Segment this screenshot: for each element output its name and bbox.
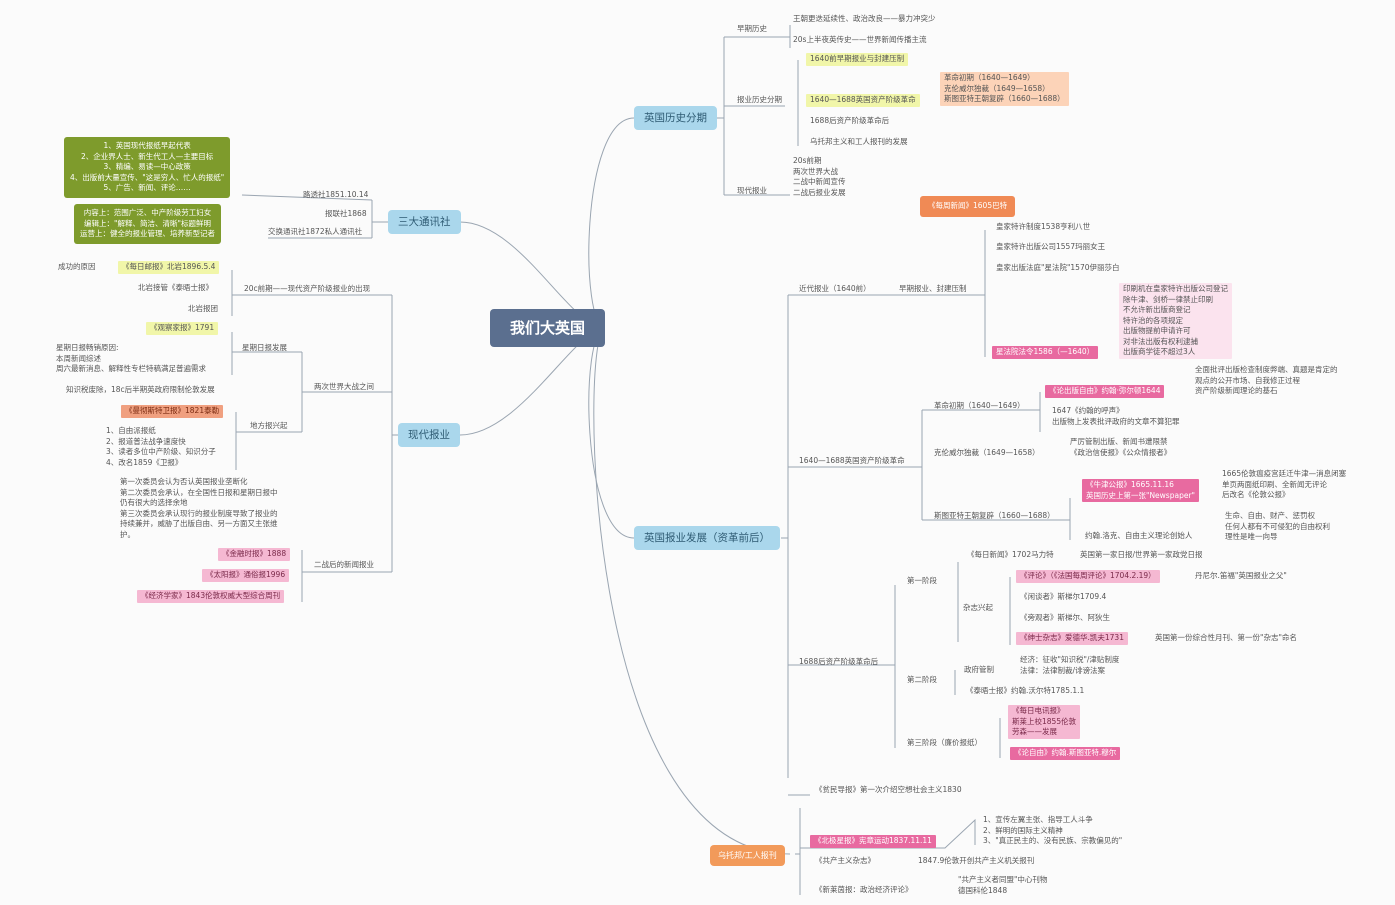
history-period-4: 乌托邦主义和工人报刊的发展 — [810, 137, 908, 146]
dev-oxford: 《牛津公报》1665.11.16 英国历史上第一张"Newspaper" — [1082, 479, 1199, 502]
dev-on-liberty: 《论自由》约翰.斯图亚特.穆尔 — [1010, 747, 1121, 760]
dev-star-chamber: 星法院法令1586（—1640） — [992, 346, 1099, 359]
history-early-label: 早期历史 — [737, 24, 767, 33]
dev-poor-guardian: 《贫民导报》第一次介绍空想社会主义1830 — [815, 785, 962, 794]
history-period-label: 报业历史分期 — [737, 95, 782, 104]
dev-stage2: 第二阶段 — [907, 675, 937, 684]
dev-stage1: 第一阶段 — [907, 576, 937, 585]
dev-restoration: 斯图亚特王朝复辟（1660—1688） — [934, 511, 1055, 520]
modern-northcliffe-group: 北岩报团 — [188, 304, 218, 313]
dev-royal-3: 皇家出版法庭"星法院"1570伊丽莎白 — [996, 263, 1120, 272]
modern-tax-repeal: 知识税废除，18c后半期英政府限制伦敦发展 — [66, 385, 215, 394]
dev-royal-1: 皇家特许制度1538亨利八世 — [996, 222, 1091, 231]
dev-early-rev: 革命初期（1640—1649） — [934, 401, 1025, 410]
branch-utopian[interactable]: 乌托邦/工人报刊 — [710, 845, 785, 866]
dev-gentleman-note: 英国第一份综合性月刊、第一份"杂志"命名 — [1155, 633, 1297, 642]
branch-agencies[interactable]: 三大通讯社 — [388, 210, 461, 234]
modern-success-reason: 成功的原因 — [58, 262, 96, 271]
dev-tatler: 《闲谈者》斯梯尔1709.4 — [1020, 592, 1107, 601]
branch-modern[interactable]: 现代报业 — [398, 423, 460, 447]
dev-stage3: 第三阶段（廉价报纸） — [907, 738, 982, 747]
modern-commission: 第一次委员会认为否认英国报业垄断化 第二次委员会承认，在全国性日报和星期日报中 … — [120, 477, 278, 539]
dev-post1688: 1688后资产阶级革命后 — [799, 657, 879, 666]
modern-sun: 《太阳报》通俗报1996 — [202, 569, 290, 582]
root-node[interactable]: 我们大英国 — [490, 309, 605, 347]
modern-manchester: 《曼彻斯特卫报》1821泰勒 — [121, 405, 224, 418]
dev-spectator: 《旁观者》斯梯尔、阿狄生 — [1020, 613, 1110, 622]
modern-observer: 《观察家报》1791 — [146, 322, 219, 335]
history-modern-label: 现代报业 — [737, 186, 767, 195]
dev-lilburne: 1647《约翰的呼声》 出版物上发表批评政府的文章不算犯罪 — [1052, 406, 1180, 426]
dev-revolution: 1640—1688英国资产阶级革命 — [799, 456, 905, 465]
branch-history[interactable]: 英国历史分期 — [634, 106, 717, 130]
modern-local: 地方报兴起 — [250, 421, 288, 430]
history-period-1: 1640前早期报业与封建压制 — [806, 53, 909, 66]
agency-havas: 报联社1868 — [325, 209, 367, 218]
dev-star-detail: 印刷机在皇家特许出版公司登记 除牛津、剑桥一律禁止印刷 不允许新出版商登记 特许… — [1119, 283, 1232, 359]
dev-cromwell-detail: 严厉管制出版、新闻书遭限禁 《政治信使报》《公众情报者》 — [1070, 437, 1172, 457]
dev-feudal: 早期报业、封建压制 — [899, 284, 967, 293]
modern-ft: 《金融时报》1888 — [218, 548, 291, 561]
dev-telegraph: 《每日电讯报》 斯莱上校1855伦敦 劳森——发展 — [1008, 705, 1081, 739]
dev-locke-detail: 生命、自由、财产、惩罚权 任何人都有不可侵犯的自由权利 理性是唯一向导 — [1225, 511, 1330, 541]
history-period-3: 1688后资产阶级革命后 — [810, 116, 890, 125]
dev-areo-detail: 全面批评出版检查制度弊端、真题是肯定的 观点的公开市场、自我修正过程 资产阶级新… — [1195, 365, 1338, 395]
agency-reuters: 路透社1851.10.14 — [303, 190, 369, 199]
history-early-1: 王朝更迭延续性、政治改良——暴力冲突少 — [793, 14, 936, 23]
dev-gov-detail: 经济：征收"知识税"/津贴制度 法律：法律制裁/诽谤法案 — [1020, 655, 1120, 675]
dev-areopagitica: 《论出版自由》约翰·弥尔顿1644 — [1045, 385, 1165, 398]
utopian-communist: 《共产主义杂志》 — [815, 856, 875, 865]
modern-local-detail: 1、自由派报纸 2、报道普法战争速度快 3、读者多位中产阶级、知识分子 4、改名… — [106, 426, 216, 467]
branch-development[interactable]: 英国报业发展（资革前后） — [634, 526, 780, 550]
history-period-2: 1640—1688英国资产阶级革命 — [806, 94, 920, 107]
utopian-northern-star: 《北极星报》宪章运动1837.11.11 — [810, 835, 936, 848]
dev-daily-courant-note: 英国第一家日报/世界第一家政党日报 — [1080, 550, 1203, 559]
modern-economist: 《经济学家》1843伦敦权威大型综合周刊 — [137, 590, 285, 603]
dev-gov-control: 政府管制 — [964, 665, 994, 674]
dev-cromwell: 克伦威尔独裁（1649—1658） — [934, 448, 1040, 457]
dev-times: 《泰晤士报》约翰.沃尔特1785.1.1 — [966, 686, 1085, 695]
dev-gentleman: 《绅士杂志》爱德华.凯夫1731 — [1016, 632, 1128, 645]
modern-interwar: 两次世界大战之间 — [314, 382, 374, 391]
dev-daily-courant: 《每日新闻》1702马力特 — [967, 550, 1054, 559]
dev-review: 《评论》（《法国每周评论》1704.2.19） — [1016, 570, 1160, 583]
dev-pre1640: 近代报业（1640前） — [799, 284, 871, 293]
history-period-2-detail: 革命初期（1640—1649） 克伦威尔独裁（1649—1658） 斯图亚特王朝… — [940, 72, 1069, 106]
modern-sunday-dev: 星期日报发展 — [242, 343, 287, 352]
utopian-ns-detail: 1、宣传左翼主张、指导工人斗争 2、鲜明的国际主义精神 3、"真正民主的、没有民… — [983, 815, 1123, 845]
dev-locke: 约翰.洛克、自由主义理论创始人 — [1085, 531, 1193, 540]
green-box-daily-mail-traits: 1、英国现代报纸早起代表 2、企业界人士、新生代工人—主要目标 3、精编、易读—… — [64, 137, 231, 198]
dev-royal-2: 皇家特许出版公司1557玛丽女王 — [996, 242, 1106, 251]
modern-early20: 20c前期——现代资产阶级报业的出现 — [244, 284, 371, 293]
dev-oxford-detail: 1665伦敦瘟疫宫廷迁牛津—消息闭塞 单页两面纸印刷、全新闻无评论 后改名《伦敦… — [1222, 469, 1347, 499]
dev-weekly-news: 《每周新闻》1605巴特 — [920, 196, 1016, 217]
history-early-2: 20s上半夜英传史——世界新闻传播主流 — [793, 35, 927, 44]
utopian-communist-note: 1847.9伦敦开创共产主义机关报刊 — [918, 856, 1035, 865]
utopian-nrz-note: "共产主义者同盟"中心刊物 德国科伦1848 — [958, 875, 1048, 895]
modern-sunday-reasons: 星期日报畅销原因: 本周新闻综述 周六最新消息、解释性专栏特稿满足普遍需求 — [56, 343, 206, 373]
utopian-nrz: 《新莱茵报：政治经济评论》 — [815, 885, 913, 894]
history-modern-detail: 20s前期 两次世界大战 二战中新闻宣传 二战后报业发展 — [793, 156, 846, 197]
modern-daily-mail: 《每日邮报》北岩1896.5.4 — [118, 261, 220, 274]
green-box-success-factors: 内容上：范围广泛、中产阶级劳工妇女 编辑上："解释、简洁、清晰"标题鲜明 运营上… — [74, 204, 221, 244]
modern-postwar: 二战后的新闻报业 — [314, 560, 374, 569]
modern-northcliffe-times: 北岩接管《泰晤士报》 — [138, 283, 213, 292]
dev-review-note: 丹尼尔.笛福"英国报业之父" — [1195, 571, 1287, 580]
agency-exchange: 交换通讯社1872私人通讯社 — [268, 227, 363, 236]
dev-magazines: 杂志兴起 — [963, 603, 993, 612]
